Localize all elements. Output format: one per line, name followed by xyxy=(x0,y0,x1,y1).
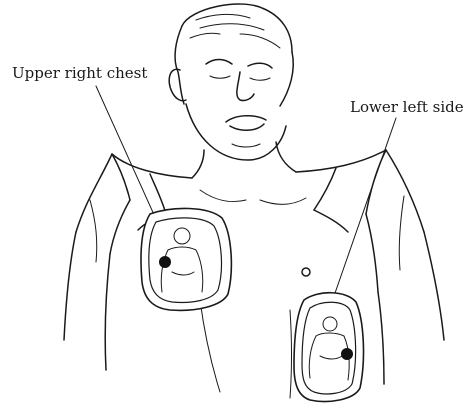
upper-pad-dot xyxy=(159,256,171,268)
lower-pad-dot xyxy=(341,348,353,360)
upper-pad xyxy=(141,208,231,310)
upper-leader-line xyxy=(96,86,160,228)
lower-left-side-label: Lower left side xyxy=(350,100,464,115)
upper-right-chest-label: Upper right chest xyxy=(12,66,147,81)
lower-leader-line xyxy=(334,118,396,296)
head xyxy=(169,4,293,160)
open-shirt xyxy=(64,150,444,398)
lower-pad xyxy=(294,293,363,402)
